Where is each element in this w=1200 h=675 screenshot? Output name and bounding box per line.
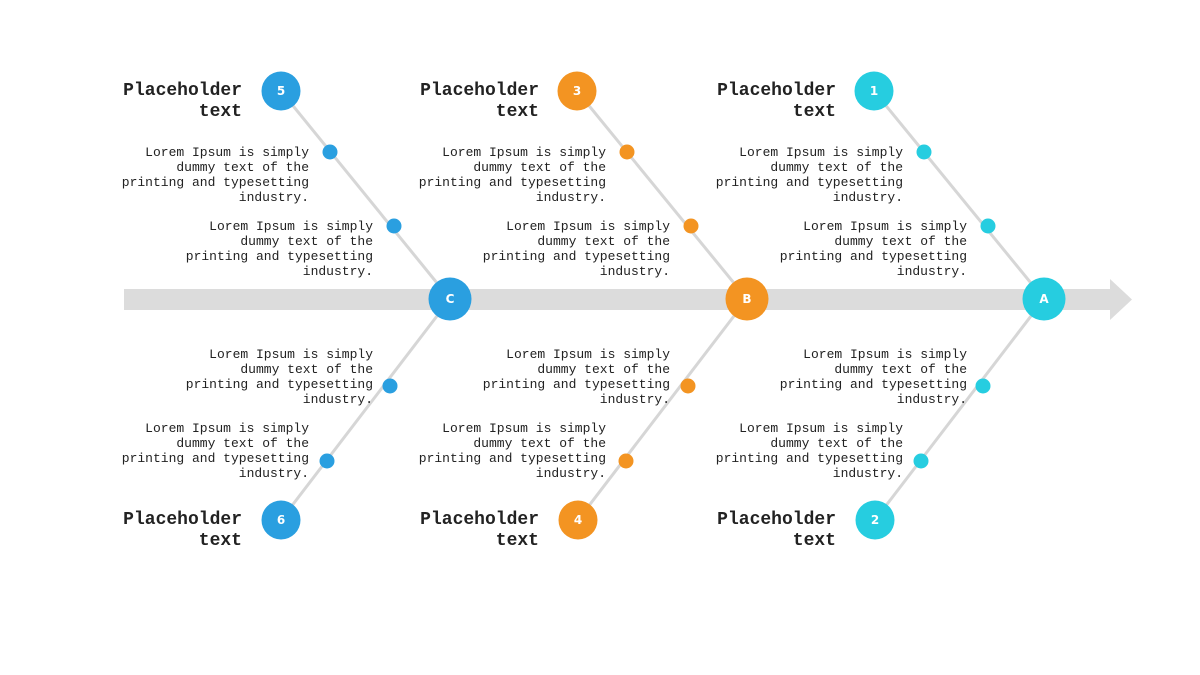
branch-node-1-number: 1	[870, 84, 878, 98]
spine-node-a-label: A	[1039, 292, 1049, 306]
branch-4-desc-outer: Lorem Ipsum is simply dummy text of the …	[418, 421, 606, 481]
branch-5-title: Placeholder text	[123, 81, 242, 122]
spine-node-c	[428, 277, 472, 321]
branch-6-desc-inner: Lorem Ipsum is simply dummy text of the …	[185, 347, 373, 407]
branch-node-5-number: 5	[277, 84, 285, 98]
branch-2-desc-outer: Lorem Ipsum is simply dummy text of the …	[715, 421, 903, 481]
branch-node-4-number: 4	[574, 513, 582, 527]
branch-node-1	[854, 71, 894, 111]
bone-4	[576, 298, 749, 521]
branch-1-desc-outer: Lorem Ipsum is simply dummy text of the …	[715, 145, 903, 205]
branch-node-3	[557, 71, 597, 111]
bone-dot	[680, 378, 696, 394]
branch-2-title: Placeholder text	[717, 510, 836, 551]
bone-2	[873, 298, 1046, 521]
spine-bar	[124, 289, 1114, 310]
bone-dot	[386, 218, 402, 234]
bone-dot	[975, 378, 991, 394]
branch-node-5	[261, 71, 301, 111]
branch-5-desc-inner: Lorem Ipsum is simply dummy text of the …	[185, 219, 373, 279]
bone-dot	[618, 453, 634, 469]
spine-node-c-label: C	[446, 292, 455, 306]
spine-node-b-label: B	[742, 292, 751, 306]
branch-6-title: Placeholder text	[123, 510, 242, 551]
branch-node-2	[855, 500, 895, 540]
bone-dot	[980, 218, 996, 234]
bone-dot	[382, 378, 398, 394]
branch-6-desc-outer: Lorem Ipsum is simply dummy text of the …	[121, 421, 309, 481]
spine-arrowhead	[1110, 279, 1132, 320]
branch-node-4	[558, 500, 598, 540]
branch-3-title: Placeholder text	[420, 81, 539, 122]
bone-dot	[319, 453, 335, 469]
bone-3	[575, 90, 749, 300]
spine-node-a	[1022, 277, 1066, 321]
bone-dot	[322, 144, 338, 160]
branch-node-3-number: 3	[573, 84, 581, 98]
branch-2-desc-inner: Lorem Ipsum is simply dummy text of the …	[779, 347, 967, 407]
branch-4-desc-inner: Lorem Ipsum is simply dummy text of the …	[482, 347, 670, 407]
bone-dot	[916, 144, 932, 160]
branch-4-title: Placeholder text	[420, 510, 539, 551]
branch-3-desc-outer: Lorem Ipsum is simply dummy text of the …	[418, 145, 606, 205]
bone-dot	[913, 453, 929, 469]
branch-1-title: Placeholder text	[717, 81, 836, 122]
bone-5	[279, 90, 452, 300]
branch-node-2-number: 2	[871, 513, 879, 527]
bone-1	[872, 90, 1046, 300]
branch-1-desc-inner: Lorem Ipsum is simply dummy text of the …	[779, 219, 967, 279]
spine-node-b	[725, 277, 769, 321]
bone-dot	[683, 218, 699, 234]
bone-6	[279, 298, 452, 521]
bone-dot	[619, 144, 635, 160]
branch-3-desc-inner: Lorem Ipsum is simply dummy text of the …	[482, 219, 670, 279]
branch-5-desc-outer: Lorem Ipsum is simply dummy text of the …	[121, 145, 309, 205]
branch-node-6-number: 6	[277, 513, 285, 527]
branch-node-6	[261, 500, 301, 540]
